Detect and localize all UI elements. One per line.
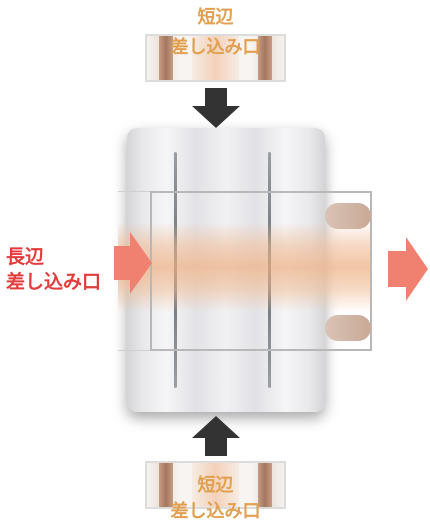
long-side-label: 長辺 差し込み口 <box>6 245 101 295</box>
top-slot-peach-band <box>192 36 239 80</box>
bottom-slot-box <box>145 461 286 509</box>
left-label-line1: 長辺 <box>6 246 45 268</box>
top-slot-box <box>145 34 286 82</box>
top-short-side-label-line2: 差し込み口 <box>145 38 286 58</box>
long-side-insertion-band <box>118 222 372 312</box>
top-short-side-label: 短辺 <box>145 8 286 28</box>
bottom-short-side-label-line2: 差し込み口 <box>145 502 286 522</box>
up-arrow-icon <box>192 416 240 456</box>
upper-tab <box>325 203 371 229</box>
bottom-slot-peach-band <box>192 463 239 507</box>
top-label-line1: 短辺 <box>197 7 234 28</box>
bottom-label-line1: 短辺 <box>197 475 234 496</box>
left-label-line2: 差し込み口 <box>6 271 102 293</box>
top-label-line2: 差し込み口 <box>170 37 261 58</box>
bottom-label-line2: 差し込み口 <box>170 501 261 522</box>
bottom-short-side-label: 短辺 <box>145 476 286 496</box>
bottom-slot-right-stripe <box>258 463 272 507</box>
top-slot-right-stripe <box>258 36 272 80</box>
long-side-entry-arrow-icon <box>114 232 152 294</box>
top-slot-left-stripe <box>159 36 173 80</box>
down-arrow-icon <box>192 88 240 128</box>
lower-tab <box>325 315 371 341</box>
long-side-exit-arrow-icon <box>388 237 428 301</box>
bottom-slot-left-stripe <box>159 463 173 507</box>
